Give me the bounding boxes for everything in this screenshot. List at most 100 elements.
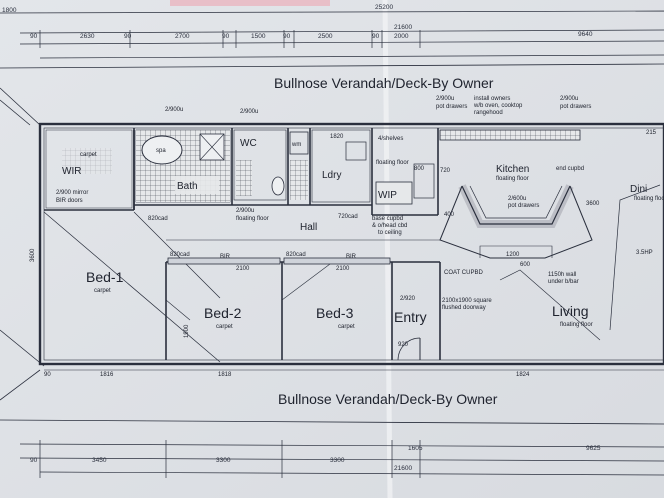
ship-note: 3.5HP (636, 250, 653, 256)
bath-label: Bath (177, 181, 198, 192)
dim-2000: 2000 (394, 33, 409, 40)
dim-1900: 1900 (184, 324, 190, 338)
wip-shelves: 4/shelves (378, 136, 403, 142)
hall-base-cupbd: base cupbd (372, 216, 403, 222)
note-rangehood: rangehood (474, 110, 503, 116)
top-verandah (0, 63, 664, 126)
note-label-2900a: 2/900u (165, 107, 183, 113)
dim-1500: 1500 (251, 33, 266, 40)
dim-1200: 1200 (506, 252, 520, 258)
house-outline (38, 122, 664, 366)
note-label-2900d: 2/900u (560, 96, 578, 102)
dim-90c: 90 (222, 33, 230, 40)
pink-strip (170, 0, 330, 6)
dim-600: 600 (520, 262, 531, 268)
wall-bar-note: 1150h wall (548, 272, 576, 278)
dim-top-overall: 25200 (375, 4, 393, 11)
dim-bottom-90b: 90 (30, 457, 38, 464)
dim-bottom-inner: 21600 (394, 465, 412, 472)
dim-720a: 720cad (338, 214, 358, 220)
room-wip: 4/shelves floating floor WIP 800 720 (375, 136, 451, 205)
room-bed1: Bed-1 carpet 3600 (30, 211, 221, 363)
dim-800: 800 (414, 166, 425, 172)
note-label-2900b: 2/900u (240, 109, 258, 115)
dim-90a: 90 (30, 33, 38, 40)
dim-3300a: 3300 (216, 457, 231, 464)
wip-label: WIP (378, 190, 397, 201)
dim-1816: 1816 (100, 372, 114, 378)
hall-label: Hall (300, 222, 317, 233)
dim-90e: 90 (372, 33, 380, 40)
bir-doors-note: BIR doors (56, 198, 83, 204)
note-label-2900c: 2/900u (436, 96, 454, 102)
dim-1818: 1818 (218, 372, 232, 378)
wir-label: WIR (62, 166, 81, 177)
dim-1820: 1820 (330, 134, 344, 140)
wc-label: WC (240, 138, 257, 149)
dining-floating: floating floor (634, 196, 664, 202)
room-wc: WC (233, 129, 287, 201)
note-wall-oven: w/b oven, cooktop (473, 103, 523, 109)
bed3-label: Bed-3 (316, 305, 354, 321)
bed2-carpet: carpet (216, 324, 233, 330)
hall-to-ceiling: to ceiling (378, 230, 402, 236)
dim-3300b: 3300 (330, 457, 345, 464)
dim-bir-2100b: 2100 (336, 266, 350, 272)
room-entry: Entry 2/920 920 COAT CUPBD 2100x1900 squ… (394, 270, 492, 361)
note-install-owners: install owners (474, 96, 510, 102)
coat-cupbd: COAT CUPBD (444, 270, 483, 276)
room-bed3: Bed-3 carpet (281, 263, 355, 330)
kitchen-pantry: 2/600u (508, 196, 526, 202)
hall-floating: floating floor (236, 216, 269, 222)
dim-400: 400 (444, 212, 455, 218)
ldry-label: Ldry (322, 170, 341, 181)
bir-units: BIR BIR 2100 2100 820cad 820cad (167, 252, 391, 272)
dim-9625: 9625 (586, 445, 601, 452)
room-laundry-machine: wm (289, 131, 309, 200)
kitchen-end-cupbd: end cupbd (556, 166, 584, 172)
dim-720b: 720 (440, 168, 451, 174)
dim-2920: 2/920 (400, 296, 416, 302)
living-label: Living (552, 303, 589, 319)
bed1-label: Bed-1 (86, 269, 124, 285)
top-dimensions (0, 10, 664, 59)
bir-label-b: BIR (346, 254, 357, 260)
room-kitchen: Kitchen floating floor 2/600u pot drawer… (439, 129, 600, 268)
dim-top-inner: 21600 (394, 24, 412, 31)
dim-820c: 820cad (286, 252, 306, 258)
hall-900u: 2/900u (236, 208, 254, 214)
dim-900: 3600 (586, 201, 600, 207)
room-living: Living floating floor 1150h wall under b… (499, 269, 601, 341)
flushed-door-a: 2100x1900 square (442, 298, 492, 304)
bottom-verandah (0, 329, 664, 425)
dim-2630: 2630 (80, 33, 95, 40)
dining-label: Dini (630, 184, 647, 195)
room-dining: Dini floating floor 3.5HP (609, 184, 664, 331)
dim-1824: 1824 (516, 372, 530, 378)
bottom-dimensions (19, 440, 664, 478)
wir-carpet: carpet (80, 152, 97, 158)
room-hall: Hall 2/900u floating floor 720cad base c… (148, 208, 440, 241)
wm-label: wm (291, 142, 301, 148)
dim-820b: 820cad (170, 252, 190, 258)
dim-2500: 2500 (318, 33, 333, 40)
dim-bottom-90: 90 (44, 372, 51, 378)
bed2-label: Bed-2 (204, 305, 242, 321)
spa-label: spa (156, 148, 166, 154)
dim-920: 920 (398, 342, 409, 348)
kitchen-pot-drawers: pot drawers (508, 203, 539, 209)
dim-820a: 820cad (148, 216, 168, 222)
room-bed2: Bed-2 carpet 1900 (165, 299, 242, 338)
paper-fold (382, 0, 393, 498)
note-pot-drawers-b: pot drawers (560, 104, 591, 110)
wip-floating: floating floor (376, 160, 409, 166)
dim-1605: 1605 (408, 445, 423, 452)
dim-90d: 90 (283, 33, 291, 40)
dim-3450: 3450 (92, 457, 107, 464)
dim-2700: 2700 (175, 33, 190, 40)
dim-215: 215 (646, 130, 657, 136)
dim-bir-2100a: 2100 (236, 266, 250, 272)
bed3-carpet: carpet (338, 324, 355, 330)
